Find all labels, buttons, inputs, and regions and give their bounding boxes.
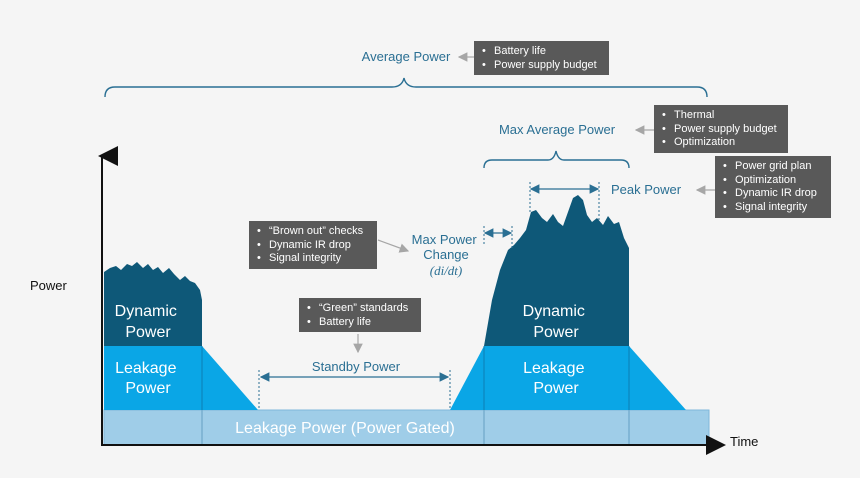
note-item: Thermal — [662, 109, 780, 123]
max-power-change-note-list: “Brown out” checks Dynamic IR drop Signa… — [257, 225, 369, 266]
y-axis-label: Power — [30, 278, 68, 293]
leakage-1-label-line1: Leakage — [115, 360, 176, 377]
average-power-note: Battery life Power supply budget — [474, 41, 609, 75]
note-item: “Green” standards — [307, 302, 413, 316]
note-item: Optimization — [723, 174, 823, 188]
max-power-change-formula: (di/dt) — [430, 263, 463, 278]
max-power-change-note: “Brown out” checks Dynamic IR drop Signa… — [249, 221, 377, 269]
leakage-block-2 — [450, 346, 686, 410]
max-power-change-pointer — [377, 239, 410, 253]
note-item: Signal integrity — [257, 252, 369, 266]
dynamic-block-1 — [104, 262, 202, 346]
note-item: Power supply budget — [482, 59, 601, 73]
note-item: Battery life — [482, 45, 601, 59]
max-average-power-note: Thermal Power supply budget Optimization — [654, 105, 788, 153]
note-item: Power supply budget — [662, 123, 780, 137]
dynamic-1-label-line2: Power — [125, 324, 171, 341]
standby-power-label: Standby Power — [312, 359, 401, 374]
standby-power-note-list: “Green” standards Battery life — [307, 302, 413, 329]
peak-power-label: Peak Power — [611, 182, 682, 197]
leakage-block-1 — [104, 346, 258, 410]
leakage-2-label-line2: Power — [533, 380, 579, 397]
dynamic-1-label-line1: Dynamic — [115, 303, 177, 320]
gated-leakage-band — [103, 409, 710, 446]
max-power-change-label: Max Power Change — [412, 232, 481, 262]
max-average-power-note-list: Thermal Power supply budget Optimization — [662, 109, 780, 150]
leakage-2-label-line1: Leakage — [523, 360, 584, 377]
leakage-2-label: Leakage Power — [523, 360, 589, 397]
max-average-power-brace — [483, 150, 630, 169]
average-power-brace — [104, 77, 708, 98]
note-item: “Brown out” checks — [257, 225, 369, 239]
standby-power-note: “Green” standards Battery life — [299, 298, 421, 332]
gated-leakage-label: Leakage Power (Power Gated) — [235, 420, 455, 437]
note-item: Optimization — [662, 136, 780, 150]
dynamic-block-2 — [484, 195, 629, 346]
average-power-label: Average Power — [362, 49, 451, 64]
note-item: Battery life — [307, 316, 413, 330]
note-item: Dynamic IR drop — [723, 187, 823, 201]
leakage-1-label: Leakage Power — [115, 360, 181, 397]
dynamic-2-label-line1: Dynamic — [523, 303, 585, 320]
dynamic-1-label: Dynamic Power — [115, 303, 182, 341]
max-power-change-line2: Change — [423, 247, 469, 262]
leakage-1-label-line2: Power — [125, 380, 171, 397]
max-average-power-label: Max Average Power — [499, 122, 616, 137]
note-item: Power grid plan — [723, 160, 823, 174]
peak-power-note-list: Power grid plan Optimization Dynamic IR … — [723, 160, 823, 214]
note-item: Dynamic IR drop — [257, 239, 369, 253]
average-power-note-list: Battery life Power supply budget — [482, 45, 601, 72]
dynamic-2-label-line2: Power — [533, 324, 579, 341]
peak-power-note: Power grid plan Optimization Dynamic IR … — [715, 156, 831, 218]
x-axis-label: Time — [730, 434, 758, 449]
dynamic-2-label: Dynamic Power — [523, 303, 590, 341]
max-power-change-line1: Max Power — [412, 232, 478, 247]
note-item: Signal integrity — [723, 201, 823, 215]
